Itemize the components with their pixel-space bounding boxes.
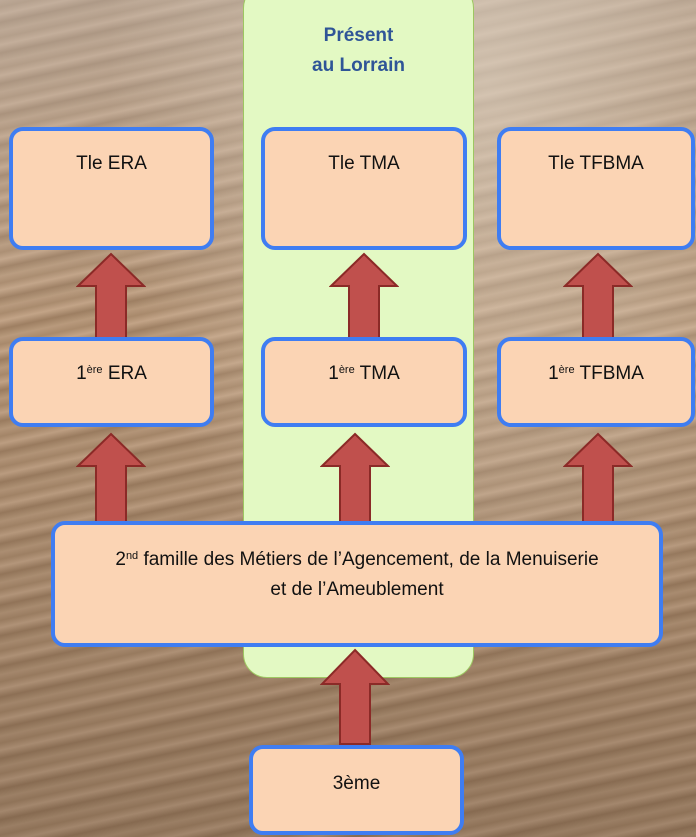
highlight-line-2: au Lorrain bbox=[312, 55, 405, 76]
box-premiere-era: 1ère ERA bbox=[9, 337, 214, 427]
arrow-seconde-to-era bbox=[76, 432, 146, 525]
arrow-seconde-to-tma bbox=[320, 432, 390, 525]
seconde-line-1: 2nd famille des Métiers de l’Agencement,… bbox=[115, 549, 599, 570]
arrow-seconde-to-tfbma bbox=[563, 432, 633, 525]
troisieme-label: 3ème bbox=[332, 773, 381, 794]
premiere-tma-label: 1ère TMA bbox=[328, 363, 400, 384]
tle-tfbma-label: Tle TFBMA bbox=[548, 153, 644, 174]
box-seconde-famille: 2nd famille des Métiers de l’Agencement,… bbox=[51, 521, 663, 647]
arrow-tma-1-to-tle bbox=[329, 252, 399, 341]
box-premiere-tfbma: 1ère TFBMA bbox=[497, 337, 695, 427]
arrow-era-1-to-tle bbox=[76, 252, 146, 341]
box-tle-tma: Tle TMA bbox=[261, 127, 467, 250]
tle-tma-label: Tle TMA bbox=[328, 153, 400, 174]
box-troisieme: 3ème bbox=[249, 745, 464, 835]
arrow-tfbma-1-to-tle bbox=[563, 252, 633, 341]
premiere-era-label: 1ère ERA bbox=[76, 363, 147, 384]
highlight-line-1: Présent bbox=[323, 25, 394, 46]
box-tle-tfbma: Tle TFBMA bbox=[497, 127, 695, 250]
seconde-line-2: et de l’Ameublement bbox=[270, 579, 444, 600]
arrow-troisieme-to-seconde bbox=[320, 648, 390, 745]
lorrain-highlight-title: Présent au Lorrain bbox=[244, 21, 473, 81]
box-tle-era: Tle ERA bbox=[9, 127, 214, 250]
box-premiere-tma: 1ère TMA bbox=[261, 337, 467, 427]
tle-era-label: Tle ERA bbox=[76, 153, 147, 174]
premiere-tfbma-label: 1ère TFBMA bbox=[548, 363, 644, 384]
